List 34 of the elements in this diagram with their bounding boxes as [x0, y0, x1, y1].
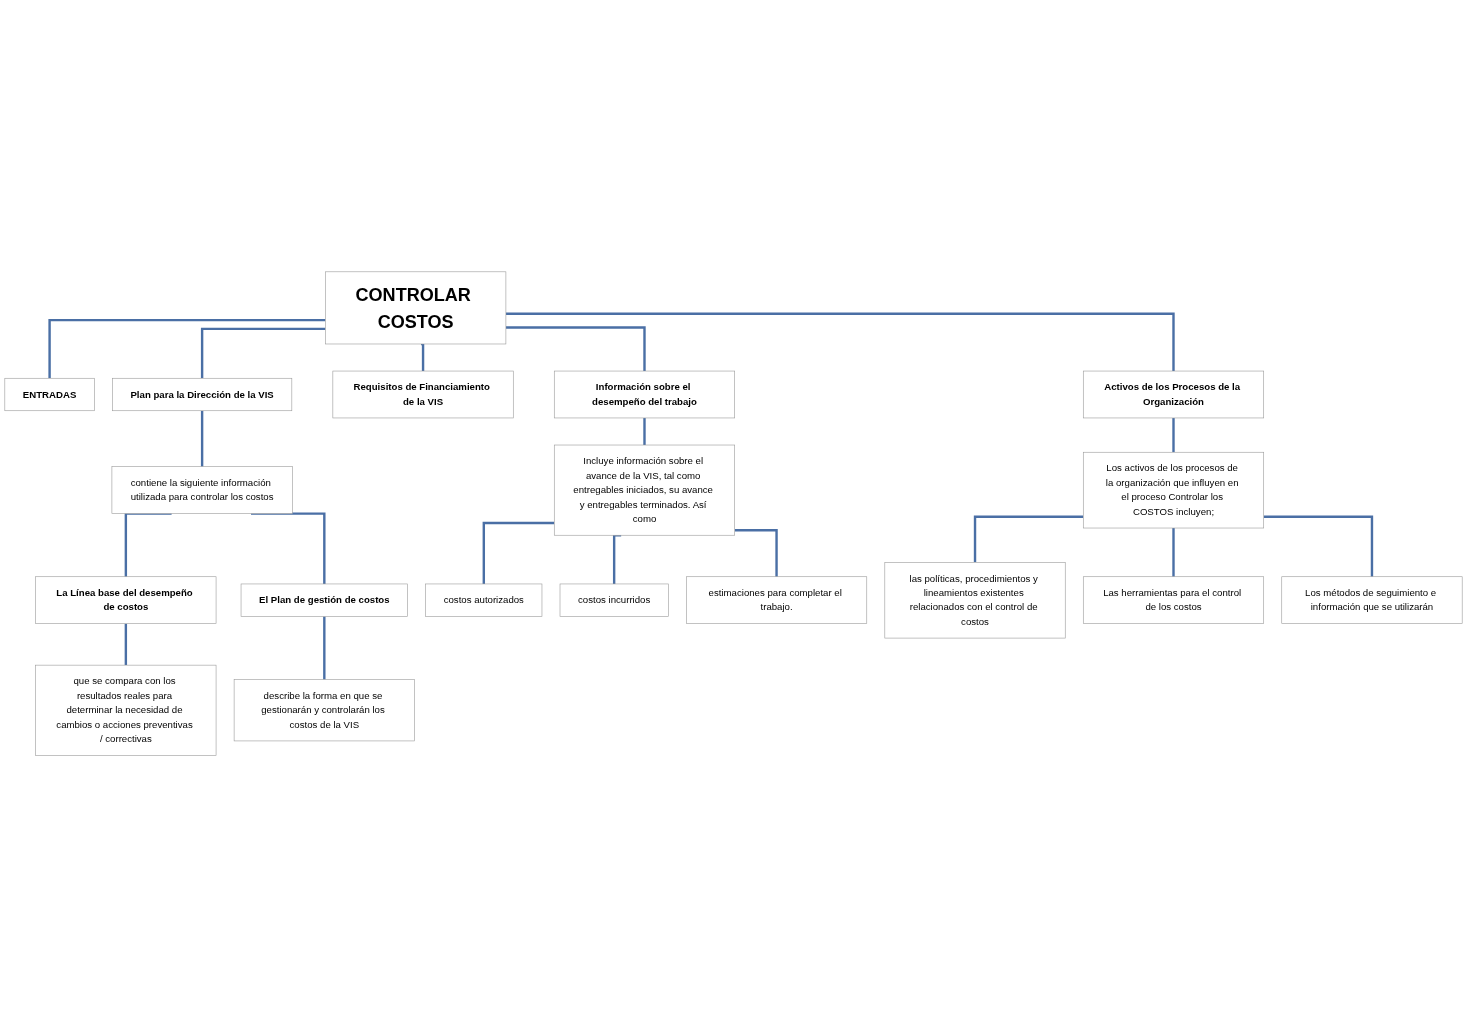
- connector: [734, 528, 778, 577]
- connector: [48, 318, 326, 379]
- node-box: Activos de los Procesos de la Organización: [1083, 370, 1264, 419]
- node-box: Los métodos de seguimiento e información que se utilizarán: [1281, 576, 1463, 624]
- connector: [200, 409, 204, 467]
- node-box: Información sobre el desempeño del trabajo: [553, 370, 735, 419]
- node-box: Los activos de los procesos de la organización que influyen en el proceso Controlar los COSTOS incluyen;: [1083, 451, 1264, 529]
- node-box: Requisitos de Financiamiento de la VIS: [332, 370, 514, 419]
- connector: [420, 342, 425, 371]
- connector: [1172, 526, 1175, 577]
- node-box: Las herramientas para el control de los costos: [1083, 576, 1264, 624]
- connector: [323, 615, 326, 680]
- connector: [973, 515, 1084, 563]
- node-box: La Línea base del desempeño de costos: [35, 576, 217, 624]
- node-box: contiene la siguiente información utilizada para controlar los costos: [111, 466, 293, 514]
- node-box: que se compara con los resultados reales para determinar la necesidad de cambios o acciones preventivas / correctivas: [35, 664, 217, 756]
- node-box: CONTROLAR COSTOS: [325, 271, 507, 345]
- connector: [482, 521, 555, 584]
- node-box: las políticas, procedimientos y lineamientos existentes relacionados con el control de costos: [884, 561, 1066, 639]
- connector: [200, 327, 326, 379]
- node-box: estimaciones para completar el trabajo.: [686, 576, 868, 624]
- node-box: costos autorizados: [425, 583, 543, 617]
- connector: [505, 326, 646, 371]
- connector: [1263, 515, 1374, 577]
- connector: [643, 416, 646, 445]
- node-box: El Plan de gestión de costos: [240, 583, 408, 617]
- node-box: describe la forma en que se gestionarán y controlarán los costos de la VIS: [233, 679, 415, 742]
- node-box: Incluye información sobre el avance de la VIS, tal como entregables iniciados, su avance y entregables terminados. Así como: [553, 444, 735, 536]
- connector: [505, 312, 1175, 371]
- node-box: costos incurridos: [559, 583, 669, 617]
- node-box: Plan para la Dirección de la VIS: [112, 377, 293, 411]
- node-box: ENTRADAS: [4, 377, 95, 411]
- connector: [1172, 416, 1175, 453]
- connector: [124, 622, 128, 666]
